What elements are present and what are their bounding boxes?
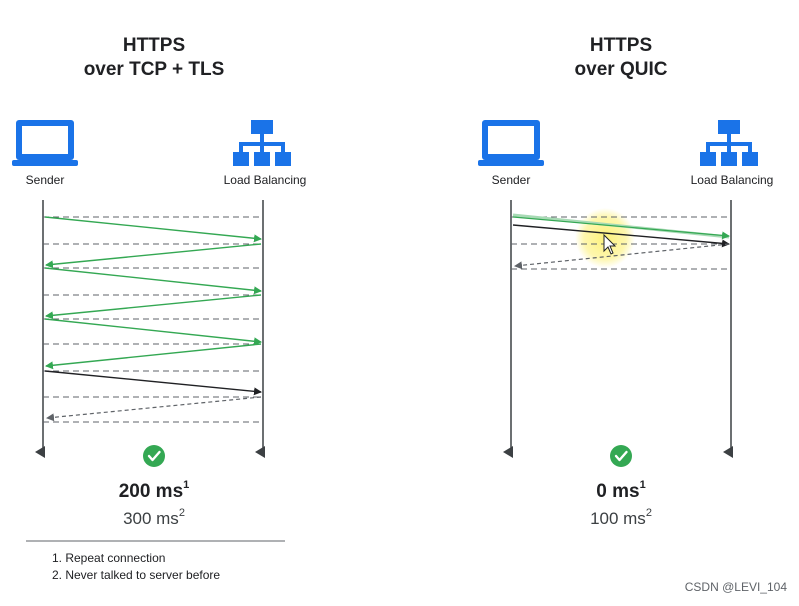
data-request-arrow — [44, 370, 262, 396]
handshake-arrow-to-server — [512, 216, 730, 240]
timeline-dividers — [511, 216, 731, 270]
footnotes: 1. Repeat connection 2. Never talked to … — [52, 550, 220, 584]
left-latency-repeat: 200 ms1 — [54, 479, 254, 503]
handshake-arrow-to-sender — [45, 243, 262, 269]
left-panel-title: HTTPS over TCP + TLS — [24, 34, 284, 82]
handshake-arrow-to-server — [44, 267, 262, 295]
data-request-arrow — [512, 224, 730, 248]
mouse-cursor-icon — [603, 233, 617, 255]
watermark: CSDN @LEVI_104 — [684, 580, 787, 594]
right-latency-first: 100 ms2 — [521, 507, 721, 529]
left-title-line1: HTTPS — [122, 35, 186, 56]
checkmark-circle-icon — [143, 445, 165, 467]
footnote-repeat-connection: 1. Repeat connection — [52, 551, 166, 565]
left-latency-sub-value: 300 ms — [123, 509, 179, 528]
right-title-line2: over QUIC — [574, 59, 668, 80]
laptop-icon — [478, 120, 544, 166]
handshake-arrow-to-sender — [45, 294, 262, 320]
left-latency-sub-footnote-mark: 2 — [178, 507, 185, 519]
laptop-icon — [12, 120, 78, 166]
right-latency-sub-value: 100 ms — [590, 509, 646, 528]
timeline-dividers — [43, 216, 263, 423]
left-latency-main-footnote-mark: 1 — [183, 479, 190, 491]
right-sender-label: Sender — [491, 173, 531, 187]
right-receiver-label: Load Balancing — [690, 173, 774, 187]
left-sender-label: Sender — [25, 173, 65, 187]
left-latency-main-value: 200 ms — [118, 481, 184, 502]
data-response-arrow — [46, 396, 262, 422]
right-latency-repeat: 0 ms1 — [521, 479, 721, 503]
data-response-arrow — [514, 243, 730, 270]
left-receiver-label: Load Balancing — [223, 173, 307, 187]
right-panel-title: HTTPS over QUIC — [491, 34, 751, 82]
network-hierarchy-icon — [700, 120, 758, 166]
right-latency-main-value: 0 ms — [596, 481, 640, 502]
handshake-arrow-to-sender — [45, 343, 262, 370]
network-hierarchy-icon — [233, 120, 291, 166]
left-latency-first: 300 ms2 — [54, 507, 254, 529]
handshake-arrow-to-server — [44, 216, 262, 243]
left-title-line2: over TCP + TLS — [83, 59, 225, 80]
right-latency-sub-footnote-mark: 2 — [645, 507, 652, 519]
handshake-arrow-to-server — [44, 318, 262, 346]
footnote-first-connection: 2. Never talked to server before — [52, 568, 221, 582]
checkmark-circle-icon — [610, 445, 632, 467]
right-title-line1: HTTPS — [589, 35, 653, 56]
right-latency-main-footnote-mark: 1 — [639, 479, 646, 491]
